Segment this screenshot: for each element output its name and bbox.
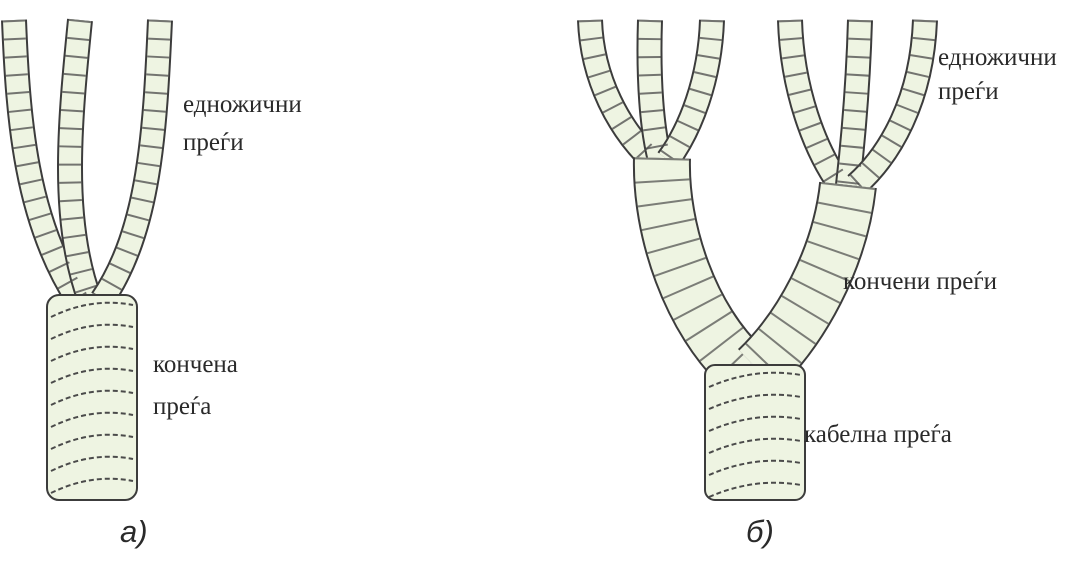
label-single-yarns-a-line1: едножични bbox=[183, 90, 302, 120]
plied-yarn-right bbox=[758, 185, 848, 370]
panel-a-single-yarns bbox=[14, 20, 160, 300]
label-single-yarns-a: едножични преѓи bbox=[183, 90, 302, 158]
label-single-yarns-a-line2: преѓи bbox=[183, 128, 302, 158]
panel-a-plied-yarn bbox=[47, 295, 137, 500]
panel-b-cabled-yarn bbox=[705, 365, 805, 500]
label-single-yarns-b: едножични преѓи bbox=[938, 43, 1057, 107]
label-plied-yarn-a: кончена преѓа bbox=[153, 350, 238, 422]
plied-yarn-left bbox=[662, 158, 745, 370]
panel-b-single-yarns-right bbox=[790, 20, 925, 185]
cabled-yarn-body bbox=[705, 365, 805, 500]
label-plied-yarn-a-line1: кончена bbox=[153, 350, 238, 380]
panel-b-single-yarns-left bbox=[590, 20, 712, 160]
label-single-yarns-b-line2: преѓи bbox=[938, 77, 1057, 107]
panel-a-illustration bbox=[14, 20, 160, 500]
single-yarn-b2 bbox=[649, 20, 660, 160]
panel-b-plied-yarn-left bbox=[662, 158, 745, 370]
panel-b-plied-yarn-right bbox=[758, 185, 848, 370]
label-single-yarns-b-line1: едножични bbox=[938, 43, 1057, 73]
label-plied-yarn-a-line2: преѓа bbox=[153, 392, 238, 422]
label-plied-yarns-b: кончени преѓи bbox=[843, 267, 997, 297]
caption-a: а) bbox=[120, 514, 148, 550]
single-yarn-b5 bbox=[848, 20, 860, 185]
caption-b: б) bbox=[746, 514, 774, 550]
label-cabled-yarn-b: кабелна преѓа bbox=[804, 420, 952, 450]
